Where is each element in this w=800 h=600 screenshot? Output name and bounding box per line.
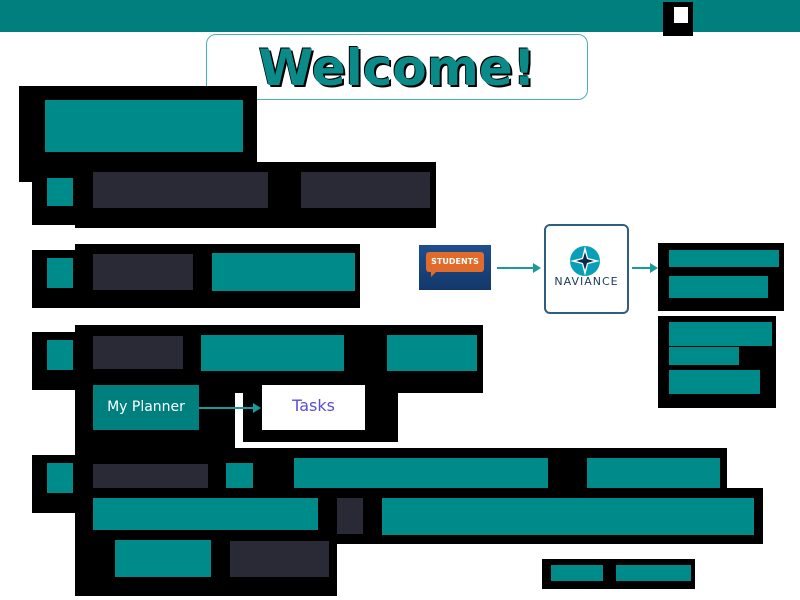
row4-teal-block-1	[294, 458, 548, 489]
right-panel-link-5[interactable]	[669, 370, 760, 394]
speech-bubble-tag-icon: STUDENTS	[426, 252, 484, 272]
row2-bullet	[47, 258, 73, 288]
arrow-head-icon	[253, 403, 261, 413]
bottom-right-link-1[interactable]	[551, 565, 603, 581]
arrow-students-to-naviance	[497, 267, 534, 269]
arrow-planner-to-tasks	[199, 407, 253, 409]
naviance-label: NAVIANCE	[554, 275, 619, 288]
compass-needle-icon	[570, 246, 600, 276]
row6-dark-block	[230, 541, 329, 577]
row6-teal-block	[115, 540, 211, 577]
row1-dark-block-1	[93, 172, 268, 208]
right-panel-link-2[interactable]	[669, 276, 768, 298]
row1-dark-block-2	[301, 172, 430, 208]
row5-dark-chip	[337, 498, 363, 534]
row4-dark-block	[93, 464, 208, 489]
page-title: Welcome!	[258, 39, 536, 97]
students-tag-tail	[431, 271, 437, 277]
row4-teal-block-2	[587, 458, 720, 489]
right-panel-link-4[interactable]	[669, 347, 739, 365]
my-planner-button[interactable]: My Planner	[93, 385, 199, 430]
row3-teal-block-2	[387, 335, 477, 371]
row5-teal-block-1	[93, 498, 318, 530]
arrow-head-icon	[533, 263, 541, 273]
row2-dark-block	[93, 254, 193, 290]
right-panel-link-1[interactable]	[669, 250, 779, 267]
arrow-naviance-to-panel	[632, 267, 650, 269]
bottom-right-link-2[interactable]	[616, 565, 691, 581]
arrow-head-icon	[650, 263, 658, 273]
right-panel-link-3[interactable]	[669, 322, 772, 346]
row4-bullet	[47, 463, 73, 493]
tasks-button[interactable]: Tasks	[262, 385, 365, 430]
row3-bullet	[47, 340, 73, 370]
row2-teal-block	[212, 253, 355, 291]
row3-teal-block-1	[201, 335, 344, 371]
row4-teal-chip	[226, 463, 253, 489]
welcome-banner	[206, 34, 588, 100]
square-icon	[674, 7, 688, 23]
row1-bullet	[47, 178, 73, 206]
section-header-block	[45, 100, 243, 152]
row5-teal-block-2	[382, 498, 754, 535]
row3-dark-block	[93, 336, 183, 369]
